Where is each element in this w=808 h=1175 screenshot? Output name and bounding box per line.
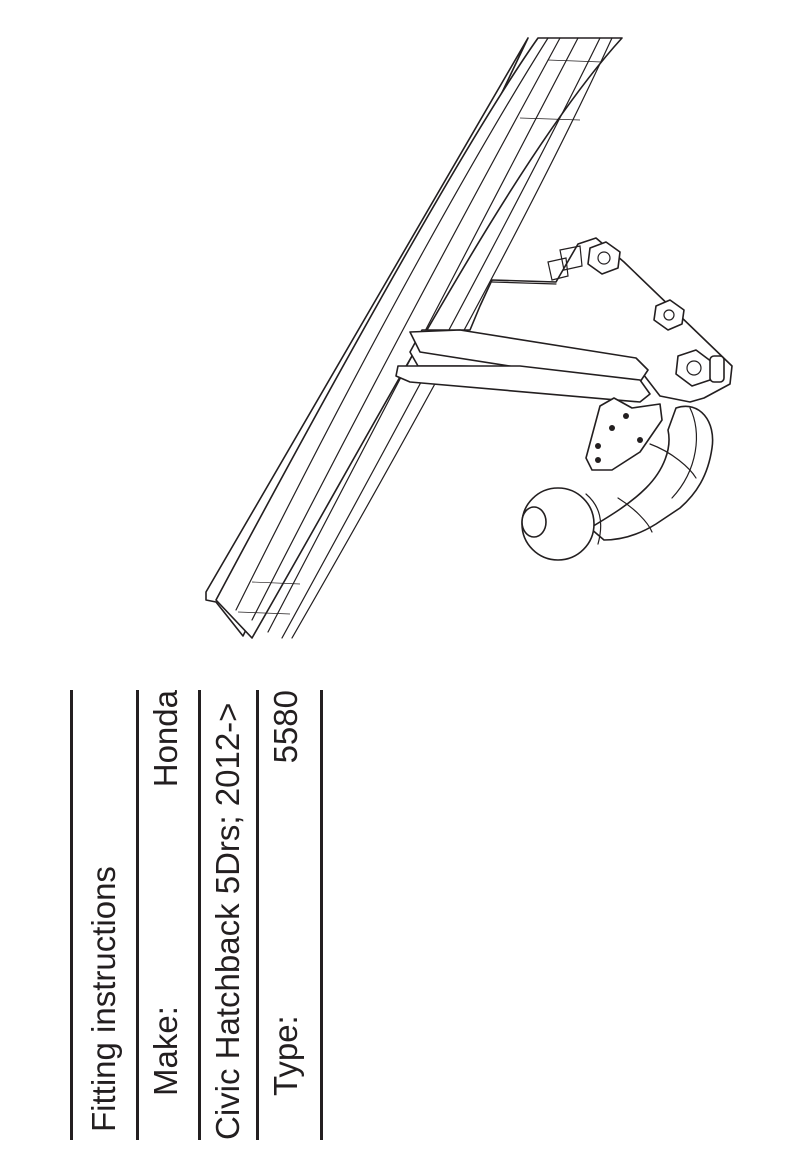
type-row: Type: 5580 — [258, 690, 314, 1140]
type-label: Type: — [267, 1015, 304, 1096]
model-row: Civic Hatchback 5Drs; 2012-> — [200, 690, 256, 1140]
bolts — [587, 241, 725, 387]
title-block: Fitting instructions Make: Honda Civic H… — [70, 690, 328, 1140]
title-rule-bottom — [320, 690, 323, 1140]
model-name: Civic Hatchback 5Drs; 2012-> — [209, 702, 246, 1140]
make-row: Make: Honda — [138, 690, 194, 1140]
document-title: Fitting instructions — [85, 866, 122, 1132]
title-row: Fitting instructions — [76, 690, 132, 1140]
mounting-bracket — [395, 237, 733, 403]
make-value: Honda — [147, 690, 184, 788]
tow-ball — [521, 487, 602, 561]
make-label: Make: — [147, 1006, 184, 1096]
tow-ball-neck — [589, 405, 714, 541]
title-rule-top — [70, 690, 73, 1140]
type-value: 5580 — [267, 690, 304, 764]
socket-plate — [585, 397, 663, 471]
